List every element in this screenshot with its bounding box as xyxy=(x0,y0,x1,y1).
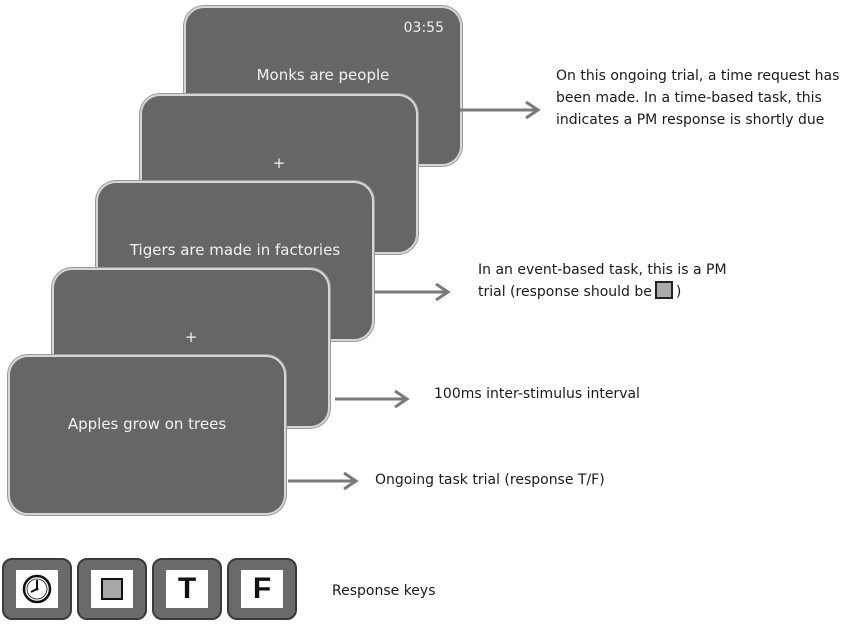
arrow-isi xyxy=(335,389,410,409)
screen-statement: Tigers are made in factories xyxy=(129,241,341,259)
fixation-cross: + xyxy=(184,328,198,346)
timer-readout: 03:55 xyxy=(403,20,444,36)
annotation-line: been made. In a time-based task, this xyxy=(556,90,822,106)
arrow-ongoing xyxy=(288,471,359,491)
annotation-text: ) xyxy=(675,284,682,300)
response-keys-caption: Response keys xyxy=(332,583,436,599)
annotation-line: 100ms inter-stimulus interval xyxy=(434,386,640,402)
arrow-time-request xyxy=(460,100,541,120)
screen-statement: Apples grow on trees xyxy=(67,415,227,433)
annotation-time-request: On this ongoing trial, a time request ha… xyxy=(556,65,839,131)
annotation-line: On this ongoing trial, a time request ha… xyxy=(556,68,840,84)
arrow-event-based xyxy=(374,282,451,302)
square-icon xyxy=(91,570,133,608)
annotation-ongoing: Ongoing task trial (response T/F) xyxy=(375,469,605,491)
annotation-line: indicates a PM response is shortly due xyxy=(556,112,825,128)
annotation-line: In an event-based task, this is a PM xyxy=(478,262,727,278)
fixation-cross: + xyxy=(272,154,286,172)
annotation-line: trial (response should be) xyxy=(478,281,727,303)
f-key-face: F xyxy=(241,570,283,608)
clock-icon xyxy=(16,570,58,608)
t-key-label: T xyxy=(177,572,197,605)
t-key-face: T xyxy=(166,570,208,608)
annotation-event-based: In an event-based task, this is a PM tri… xyxy=(478,259,727,303)
annotation-isi: 100ms inter-stimulus interval xyxy=(434,383,640,405)
trial-screen-ongoing: Apples grow on trees xyxy=(8,355,286,515)
clock-key xyxy=(2,558,72,620)
f-key-label: F xyxy=(252,572,272,605)
annotation-text: trial (response should be xyxy=(478,284,652,300)
f-key: F xyxy=(227,558,297,620)
screen-statement: Monks are people xyxy=(256,66,390,84)
square-key-icon xyxy=(654,281,673,299)
t-key: T xyxy=(152,558,222,620)
square-key xyxy=(77,558,147,620)
annotation-line: Ongoing task trial (response T/F) xyxy=(375,472,605,488)
